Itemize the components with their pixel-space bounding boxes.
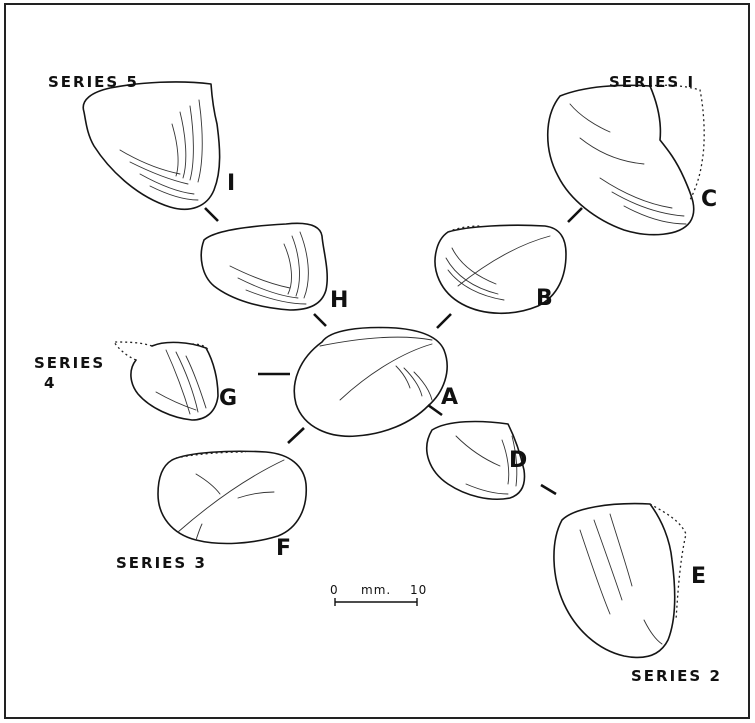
label-c: C [701,187,717,212]
series-4-label-line2: 4 [44,374,56,392]
scale-bar-end: 10 [410,583,427,597]
series-3-label: SERIES 3 [116,554,207,572]
figure-frame [5,4,749,718]
series-2-label: SERIES 2 [631,667,722,685]
label-e: E [691,564,706,589]
label-i: I [227,171,235,196]
series-1-label: SERIES I [609,73,695,91]
label-b: B [536,286,553,311]
label-d: D [509,448,527,473]
label-f: F [276,536,291,561]
label-h: H [330,288,348,313]
series-4-label-line1: SERIES [34,354,105,372]
scale-bar-start: 0 [330,583,339,597]
series-5-label: SERIES 5 [48,73,139,91]
label-a: A [441,385,458,410]
scale-bar-unit: mm. [361,583,391,597]
label-g: G [219,386,237,411]
